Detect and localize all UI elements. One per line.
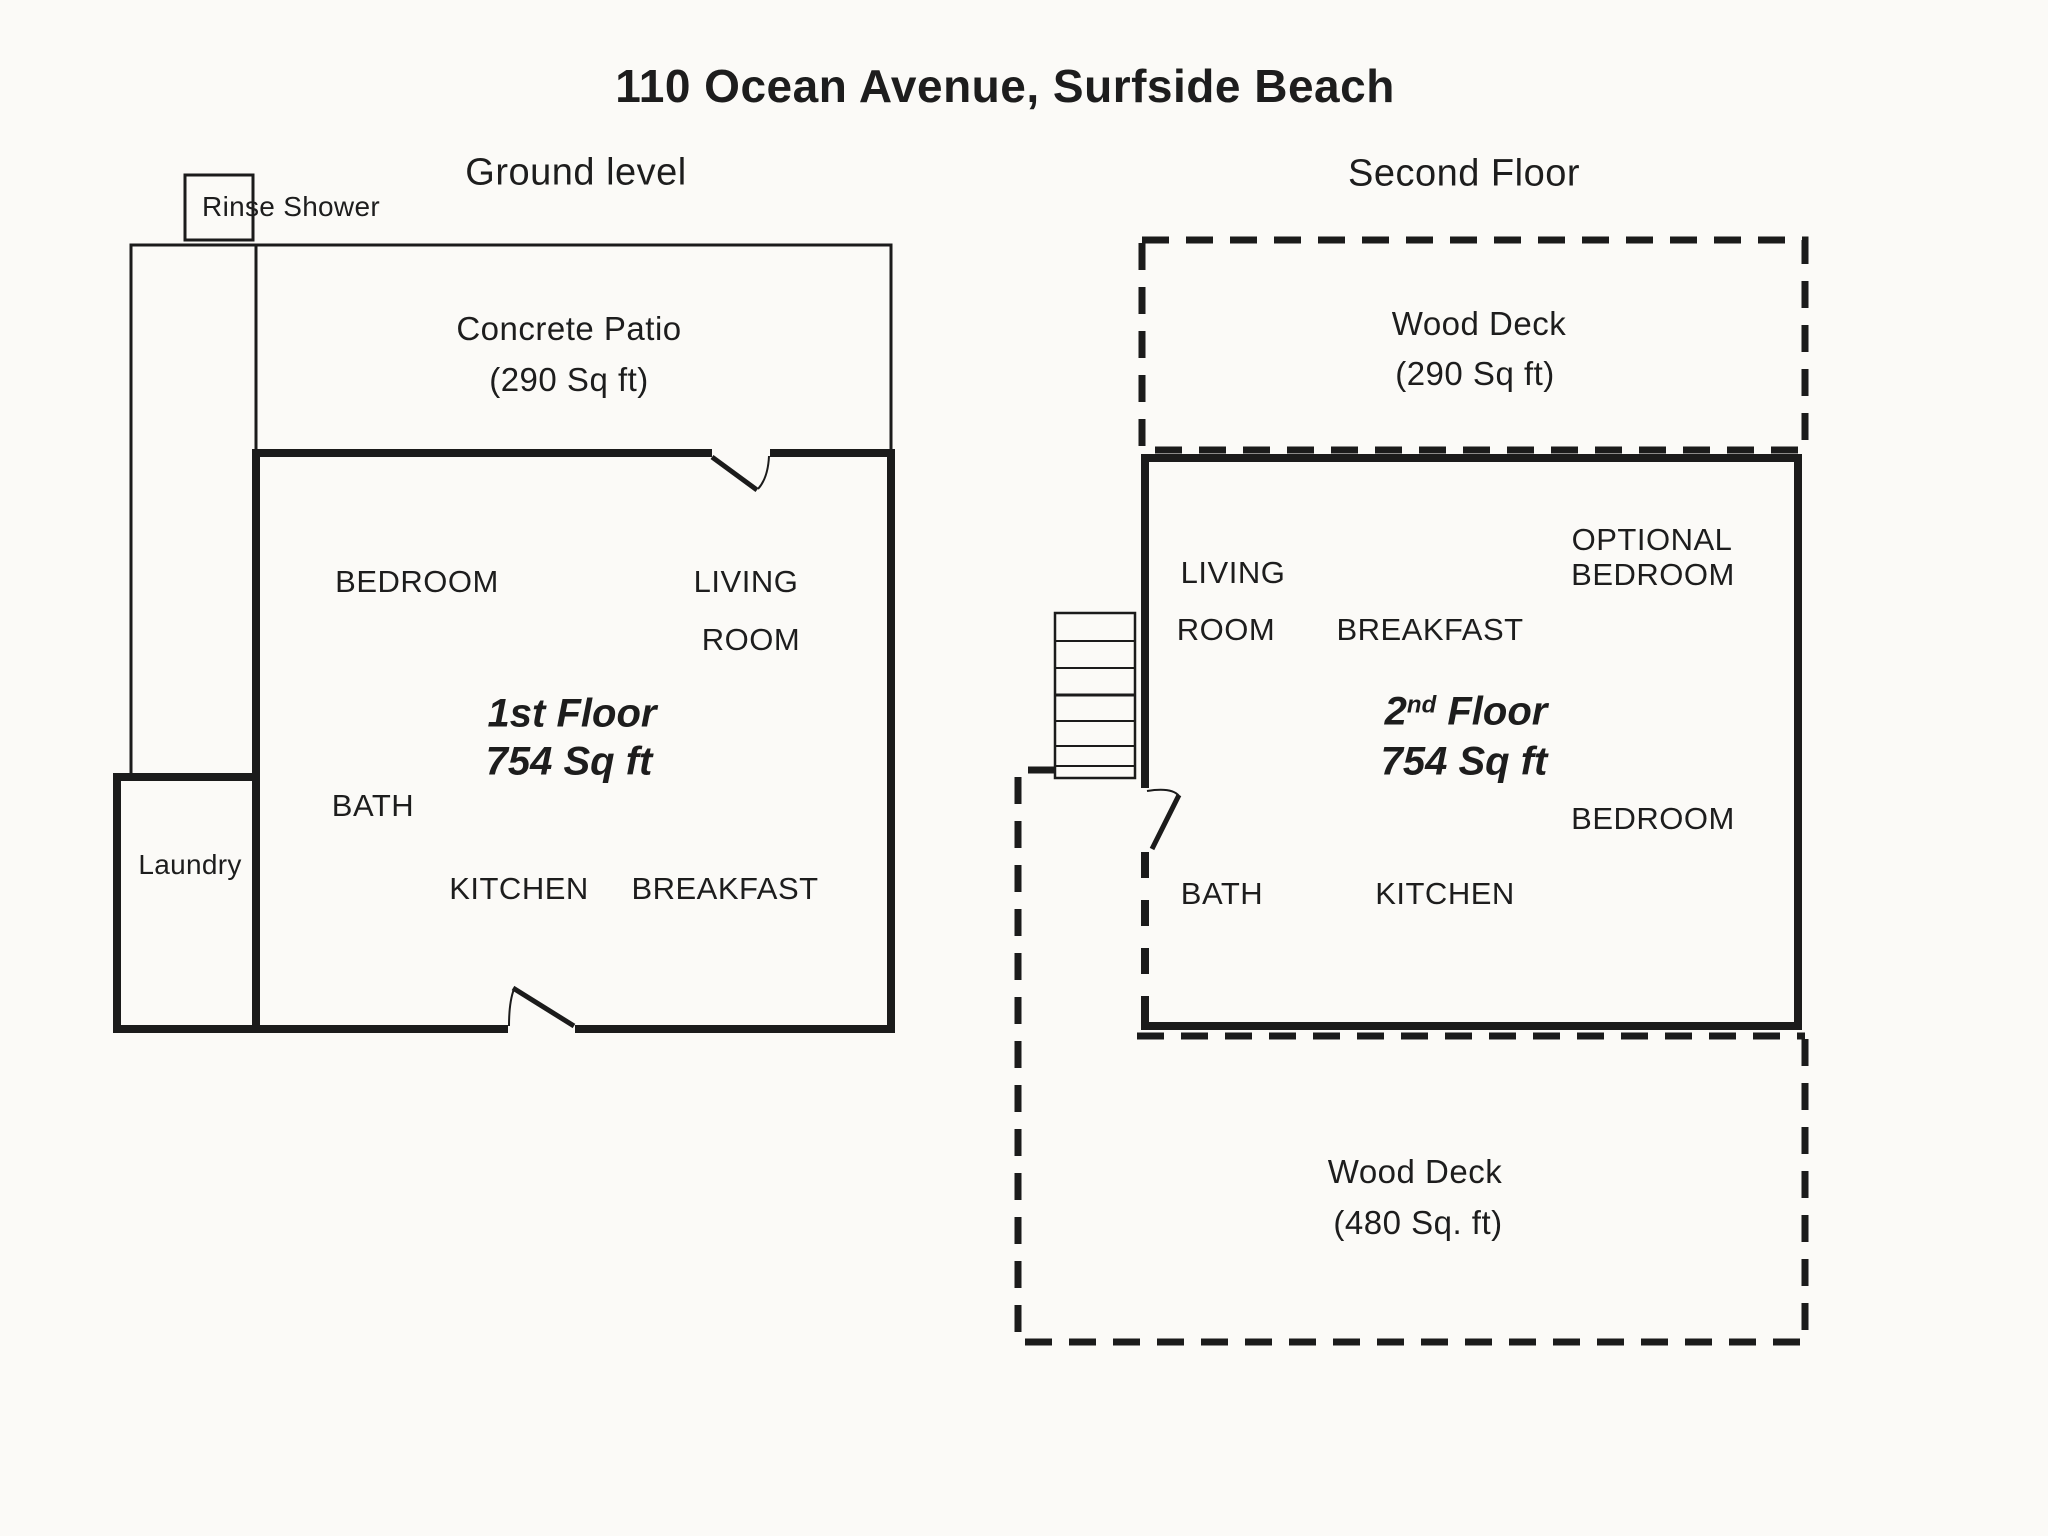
second-floor-door-leaf bbox=[1149, 793, 1182, 851]
ground-kitchen-label: KITCHEN bbox=[449, 871, 589, 906]
second-living-label: LIVING bbox=[1180, 555, 1286, 590]
ground-outer-thin-walls bbox=[129, 243, 893, 779]
laundry-walls bbox=[113, 773, 260, 1033]
concrete-patio-area: (290 Sq ft) bbox=[489, 361, 649, 398]
upper-wood-deck-outline bbox=[1138, 236, 1809, 454]
rinse-shower-label: Rinse Shower bbox=[202, 191, 380, 222]
second-bath-label: BATH bbox=[1180, 876, 1264, 911]
ground-level-heading: Ground level bbox=[465, 151, 687, 194]
second-floor-door-arc bbox=[1146, 788, 1180, 797]
rinse-shower-box bbox=[183, 173, 255, 242]
ground-bottom-door-arc bbox=[508, 988, 515, 1027]
first-floor-label: 1st Floor bbox=[487, 691, 657, 736]
upper-wood-deck-label: Wood Deck bbox=[1391, 305, 1567, 342]
second-kitchen-label: KITCHEN bbox=[1375, 876, 1515, 911]
lower-wood-deck-area: (480 Sq. ft) bbox=[1333, 1204, 1503, 1241]
optional-bedroom-label-line1: OPTIONAL bbox=[1571, 522, 1733, 557]
second-floor-heading: Second Floor bbox=[1347, 152, 1581, 195]
second-floor-label-number: 2 bbox=[1384, 689, 1407, 734]
page-title: 110 Ocean Avenue, Surfside Beach bbox=[615, 60, 1395, 112]
second-floor-label-word: Floor bbox=[1436, 689, 1548, 734]
ground-bottom-door-leaf bbox=[511, 985, 576, 1029]
ground-top-door-leaf bbox=[710, 454, 759, 493]
second-bedroom-label: BEDROOM bbox=[1571, 801, 1735, 836]
stairs-treads bbox=[1055, 640, 1135, 767]
second-floor-label: 2nd Floor bbox=[1385, 690, 1548, 735]
ground-top-door-arc bbox=[757, 455, 770, 490]
first-floor-area: 754 Sq ft bbox=[485, 739, 653, 784]
ground-bath-label: BATH bbox=[331, 788, 415, 823]
second-living-room-label: ROOM bbox=[1176, 612, 1276, 647]
ground-bedroom-label: BEDROOM bbox=[335, 564, 499, 599]
laundry-label: Laundry bbox=[138, 849, 242, 880]
optional-bedroom-label-line2: BEDROOM bbox=[1571, 557, 1735, 592]
ground-living-room-label: ROOM bbox=[701, 622, 801, 657]
upper-wood-deck-area: (290 Sq ft) bbox=[1395, 355, 1555, 392]
concrete-patio-label: Concrete Patio bbox=[456, 310, 682, 347]
lower-wood-deck-outline bbox=[1014, 766, 1809, 1346]
second-breakfast-label: BREAKFAST bbox=[1336, 612, 1524, 647]
second-floor-area: 754 Sq ft bbox=[1380, 739, 1548, 784]
ground-living-label: LIVING bbox=[693, 564, 799, 599]
ground-breakfast-label: BREAKFAST bbox=[631, 871, 819, 906]
second-floor-label-ordinal: nd bbox=[1406, 691, 1437, 719]
lower-wood-deck-label: Wood Deck bbox=[1327, 1153, 1503, 1190]
